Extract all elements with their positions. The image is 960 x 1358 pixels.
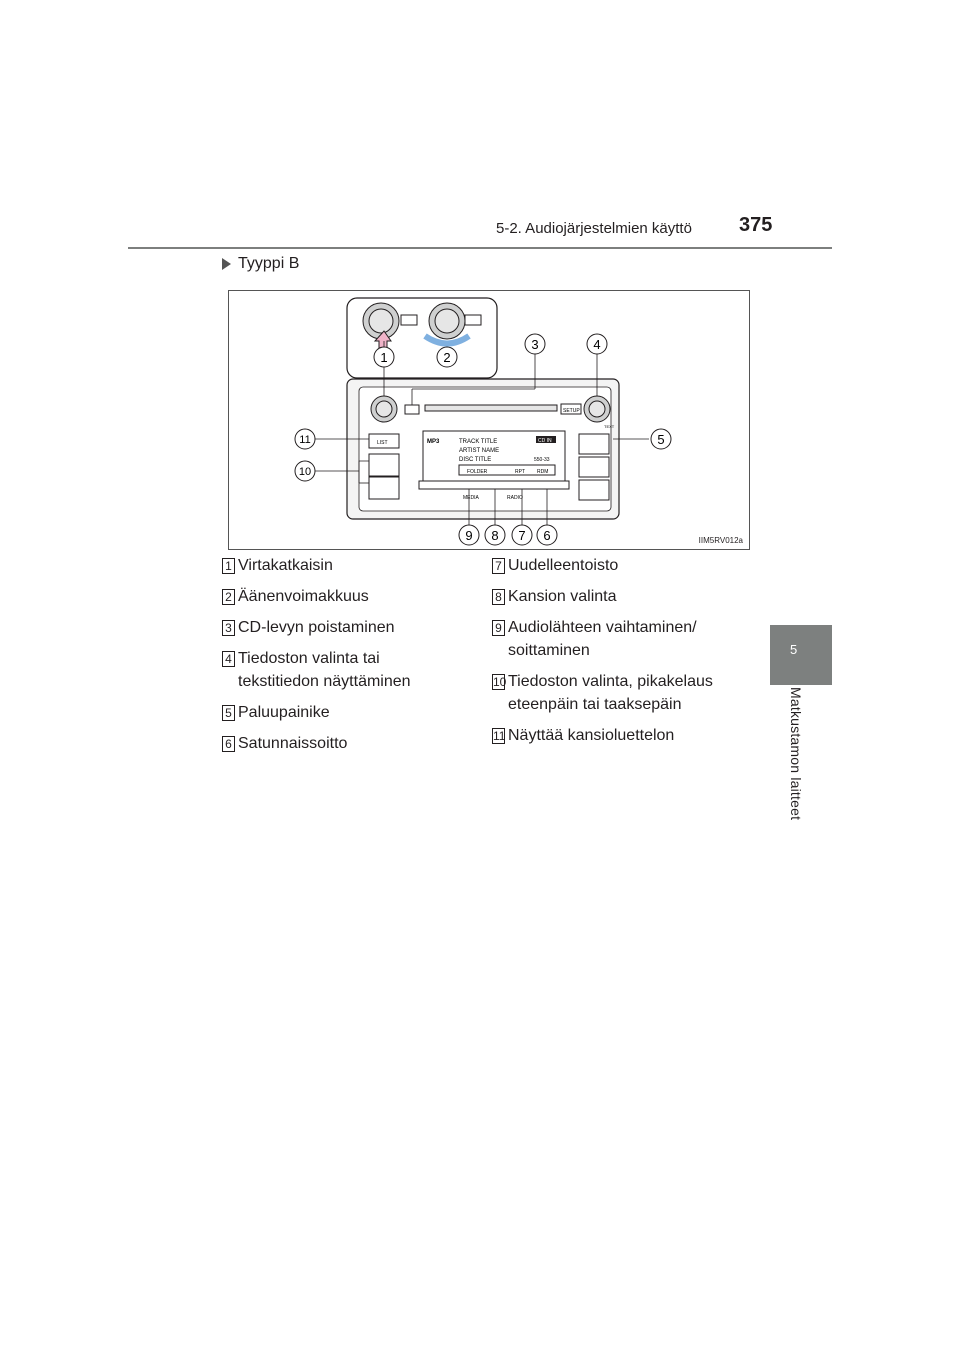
seek-down-button <box>368 476 400 500</box>
artist-name-label: ARTIST NAME <box>459 448 499 454</box>
legend-item: 9 Audiolähteen vaihtaminen/ soittaminen <box>492 619 742 662</box>
svg-text:2: 2 <box>443 350 450 365</box>
legend-item: 6 Satunnaissoitto <box>222 735 462 755</box>
legend-item: 8 Kansion valinta <box>492 588 742 608</box>
folder-label: FOLDER <box>467 469 488 475</box>
chapter-title: Matkustamon laitteet <box>788 687 804 821</box>
callout-11: 11 <box>294 428 316 450</box>
triangle-bullet-icon <box>222 258 231 270</box>
disc-title-label: DISC TITLE <box>459 457 491 463</box>
header-divider <box>128 247 832 249</box>
legend-text: Virtakatkaisin <box>238 557 333 574</box>
mp3-label: MP3 <box>427 439 440 445</box>
callout-9: 9 <box>458 524 480 546</box>
type-heading: Tyyppi B <box>222 255 299 273</box>
legend-item: 4 Tiedoston valinta tai tekstitiedon näy… <box>222 650 462 693</box>
legend-text: Paluupainike <box>238 704 330 721</box>
svg-text:5: 5 <box>657 432 664 447</box>
type-heading-label: Tyyppi B <box>238 255 300 272</box>
svg-text:10: 10 <box>299 466 311 478</box>
legend-item: 3 CD-levyn poistaminen <box>222 619 462 639</box>
legend-number: 6 <box>222 736 235 752</box>
legend-number: 3 <box>222 620 235 636</box>
legend-item: 7 Uudelleentoisto <box>492 557 742 577</box>
legend-item: 2 Äänenvoimakkuus <box>222 588 462 608</box>
legend-left-column: 1 Virtakatkaisin 2 Äänenvoimakkuus 3 CD-… <box>222 557 462 766</box>
legend-text: Äänenvoimakkuus <box>238 588 369 605</box>
legend-item: 1 Virtakatkaisin <box>222 557 462 577</box>
legend-number: 11 <box>492 728 506 744</box>
legend-text: Uudelleentoisto <box>508 557 619 574</box>
list-button <box>368 433 400 449</box>
legend-text: Audiolähteen vaihtaminen/ soittaminen <box>508 619 697 659</box>
legend-item: 10 Tiedoston valinta, pikakelaus eteenpä… <box>492 673 742 716</box>
legend-text: CD-levyn poistaminen <box>238 619 395 636</box>
legend-text: Tiedoston valinta tai tekstitiedon näytt… <box>238 650 411 690</box>
section-title: 5-2. Audiojärjestelmien käyttö <box>496 220 692 237</box>
svg-text:3: 3 <box>531 337 538 352</box>
legend-number: 2 <box>222 589 235 605</box>
text-button-label: TEXT <box>604 424 615 429</box>
callout-6: 6 <box>536 524 558 546</box>
setup-label: SETUP <box>563 408 580 414</box>
callouts: 1 2 3 4 5 6 7 8 9 10 11 <box>294 333 672 546</box>
phone-button <box>578 456 610 478</box>
legend-text: Satunnaissoitto <box>238 735 348 752</box>
preset-button-row <box>418 480 570 490</box>
audio-panel-illustration: TEXT SETUP LIST MP3 TRACK TITLE ARTIST N… <box>294 297 672 546</box>
svg-text:9: 9 <box>465 528 472 543</box>
chapter-tab <box>770 625 832 685</box>
legend-text: Kansion valinta <box>508 588 617 605</box>
svg-text:1: 1 <box>380 350 387 365</box>
page-number: 375 <box>739 214 773 236</box>
rotate-arrow-icon <box>423 333 471 347</box>
callout-3: 3 <box>524 333 546 355</box>
legend-number: 7 <box>492 558 505 574</box>
radio-label: RADIO <box>507 495 523 501</box>
svg-text:7: 7 <box>518 528 525 543</box>
legend-item: 5 Paluupainike <box>222 704 462 724</box>
callout-1: 1 <box>373 346 395 368</box>
rpt-label: RPT <box>515 469 525 475</box>
legend-item: 11 Näyttää kansioluettelon <box>492 727 742 747</box>
callout-2: 2 <box>436 346 458 368</box>
legend-number: 1 <box>222 558 235 574</box>
legend-number: 10 <box>492 674 507 690</box>
chapter-number: 5 <box>790 642 798 657</box>
setup-button <box>560 403 582 415</box>
callout-10: 10 <box>294 460 316 482</box>
list-label: LIST <box>377 440 388 446</box>
legend-number: 5 <box>222 705 235 721</box>
figure-code: IIM5RV012a <box>698 536 743 545</box>
callout-7: 7 <box>511 524 533 546</box>
legend-text: Tiedoston valinta, pikakelaus eteenpäin … <box>508 673 713 713</box>
svg-text:8: 8 <box>491 528 498 543</box>
callout-4: 4 <box>586 333 608 355</box>
rdm-label: RDM <box>537 469 548 475</box>
seek-up-button <box>368 453 400 477</box>
callout-5: 5 <box>650 428 672 450</box>
svg-text:6: 6 <box>543 528 550 543</box>
track-title-label: TRACK TITLE <box>459 439 497 445</box>
legend-number: 9 <box>492 620 505 636</box>
legend-right-column: 7 Uudelleentoisto 8 Kansion valinta 9 Au… <box>492 557 742 758</box>
callout-8: 8 <box>484 524 506 546</box>
cd-in-label: CD IN <box>538 438 552 444</box>
eject-button <box>404 404 420 415</box>
audio-panel-figure: TEXT SETUP LIST MP3 TRACK TITLE ARTIST N… <box>228 290 750 550</box>
legend-text: Näyttää kansioluettelon <box>508 727 675 744</box>
time-label: 550-33 <box>534 457 550 463</box>
media-label: MEDIA <box>463 495 480 501</box>
legend-number: 8 <box>492 589 505 605</box>
hangup-button <box>578 479 610 501</box>
back-button <box>578 433 610 455</box>
legend-number: 4 <box>222 651 235 667</box>
cd-slot <box>424 404 558 412</box>
svg-text:11: 11 <box>299 434 310 446</box>
svg-text:4: 4 <box>593 337 600 352</box>
